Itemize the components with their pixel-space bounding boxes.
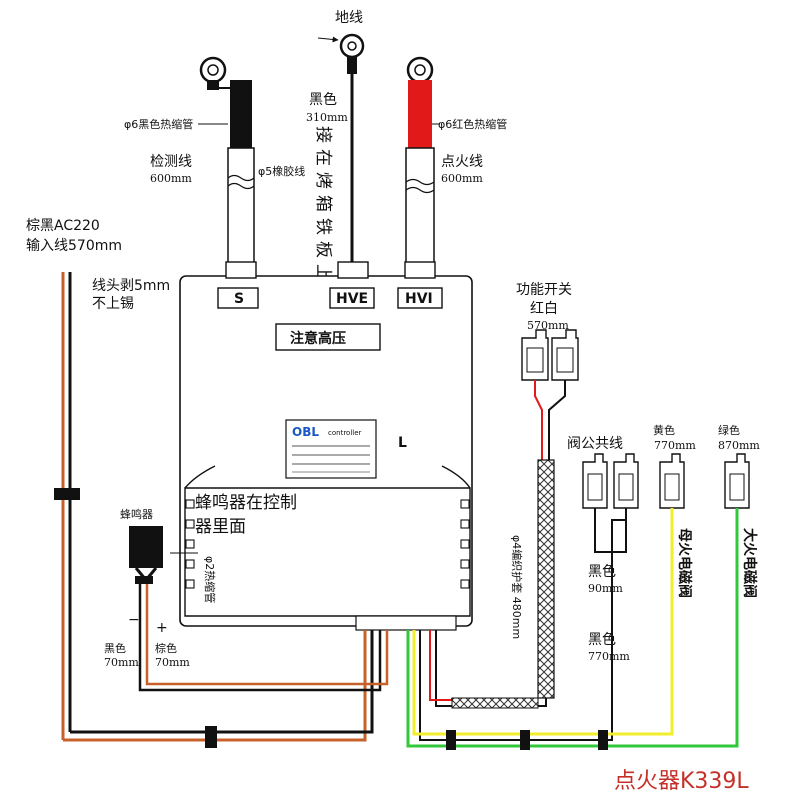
green-length-label: 870mm — [718, 439, 760, 452]
green-color-label: 绿色 — [718, 423, 740, 437]
black-short-color: 黑色 — [588, 563, 616, 580]
input-label-line2: 输入线570mm — [26, 238, 122, 254]
red-heat-shrink — [408, 80, 432, 148]
buzzer-label: 蜂鸣器 — [120, 507, 153, 521]
green-valve-connector — [406, 453, 750, 748]
black-long-length: 770mm — [588, 650, 630, 663]
function-switch-color: 红白 — [530, 301, 558, 317]
l-mark: L — [398, 435, 407, 451]
buzzer-black-label: 黑色 — [104, 641, 126, 655]
function-switch-title: 功能开关 — [516, 282, 572, 298]
rubber-wire-label: φ5橡胶线 — [258, 164, 305, 178]
function-switch-connectors — [429, 329, 579, 709]
black-color-label: 黑色 — [309, 91, 337, 108]
connect-note: 接在烤箱铁板上 — [313, 126, 333, 287]
right-sleeve-label: φ6红色热缩管 — [438, 117, 507, 131]
ignition-line-label: 点火线 — [441, 154, 483, 170]
brand-sub: controller — [328, 429, 362, 437]
terminal-hve — [329, 287, 375, 309]
yellow-length-label: 770mm — [654, 439, 696, 452]
black-long-color: 黑色 — [588, 631, 616, 648]
caution-label: 注意高压 — [290, 330, 346, 347]
ground-label: 地线 — [335, 10, 363, 26]
buzzer-plus: + — [156, 620, 168, 636]
left-sleeve-label: φ6黑色热缩管 — [124, 117, 193, 131]
yellow-valve-connector — [412, 453, 685, 736]
braid-label: φ4编织护套 480mm — [510, 535, 524, 639]
buzzer-brown-length: 70mm — [155, 656, 190, 669]
terminal-s — [217, 287, 259, 309]
strip-note-line2: 不上锡 — [92, 296, 134, 312]
ac-input-wires — [54, 272, 374, 748]
buzzer-note-line2: 器里面 — [195, 517, 246, 537]
nameplate — [285, 419, 377, 479]
ignition-line-length: 600mm — [441, 172, 483, 185]
strip-note-line1: 线头剥5mm — [92, 278, 170, 294]
buzzer-black-length: 70mm — [104, 656, 139, 669]
buzzer-sleeve-label: φ2热缩管 — [203, 556, 217, 603]
buzzer-component — [129, 526, 389, 692]
input-label-line1: 棕黑AC220 — [26, 218, 100, 234]
terminal-s-label: S — [234, 291, 244, 307]
black-length-label: 310mm — [306, 111, 348, 124]
terminal-hve-label: HVE — [336, 291, 368, 307]
sense-line-label: 检测线 — [150, 154, 192, 170]
ground-cable — [317, 33, 365, 262]
black-short-length: 90mm — [588, 582, 623, 595]
ignitor-module: S HVE HVI 注意高压 OBL controller L — [179, 261, 473, 631]
sense-line-length: 600mm — [150, 172, 192, 185]
braided-sleeve — [537, 459, 555, 699]
black-heat-shrink — [230, 80, 252, 148]
bottom-connector — [355, 615, 457, 631]
mother-valve-label: 母火电磁阀 — [676, 528, 693, 598]
product-title: 点火器K339L — [614, 769, 749, 794]
buzzer-minus: − — [128, 612, 140, 628]
main-valve-label: 大火电磁阀 — [741, 528, 758, 598]
ignition-cable — [405, 56, 435, 269]
yellow-color-label: 黄色 — [653, 423, 675, 437]
sense-cable — [199, 56, 255, 269]
function-switch-length: 570mm — [527, 319, 569, 332]
terminal-hvi-label: HVI — [405, 291, 433, 307]
valve-common-label: 阀公共线 — [567, 436, 623, 452]
buzzer-note-line1: 蜂鸣器在控制 — [195, 493, 297, 513]
valve-common-connectors — [419, 453, 639, 741]
brand-logo: OBL — [292, 425, 319, 439]
buzzer-brown-label: 棕色 — [155, 641, 177, 655]
terminal-hvi — [397, 287, 443, 309]
buzzer-body — [129, 526, 163, 568]
